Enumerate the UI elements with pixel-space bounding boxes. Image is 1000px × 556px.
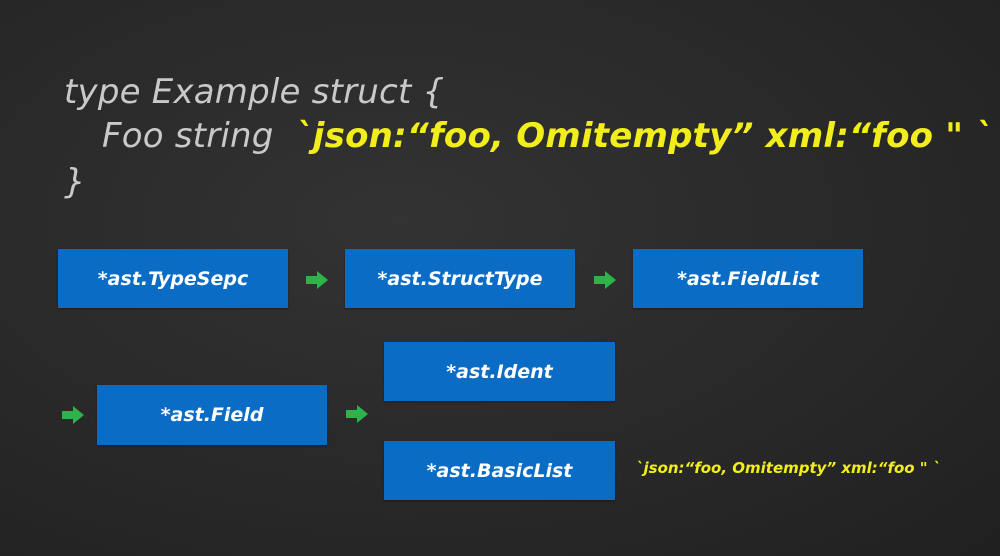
node-type-spec: *ast.TypeSepc xyxy=(58,249,288,308)
struct-tag: `json:“foo, Omitempty” xml:“foo " ` xyxy=(295,116,993,156)
field-declaration: Foo string xyxy=(102,116,296,156)
code-line-field: Foo string `json:“foo, Omitempty” xml:“f… xyxy=(102,116,992,156)
arrow-right-icon xyxy=(594,271,616,289)
arrow-right-icon xyxy=(346,405,368,423)
arrow-right-icon xyxy=(62,406,84,424)
code-line-close-brace: } xyxy=(64,162,86,202)
node-struct-type: *ast.StructType xyxy=(345,249,575,308)
node-field-list: *ast.FieldList xyxy=(633,249,863,308)
code-line-type-decl: type Example struct { xyxy=(64,72,445,112)
node-ident: *ast.Ident xyxy=(384,342,615,401)
code-snippet: type Example struct { Foo string `json:“… xyxy=(0,0,1000,230)
node-field: *ast.Field xyxy=(97,385,327,445)
node-basic-list: *ast.BasicList xyxy=(384,441,615,500)
tag-annotation: `json:“foo, Omitempty” xml:“foo " ` xyxy=(636,459,941,477)
arrow-right-icon xyxy=(306,271,328,289)
